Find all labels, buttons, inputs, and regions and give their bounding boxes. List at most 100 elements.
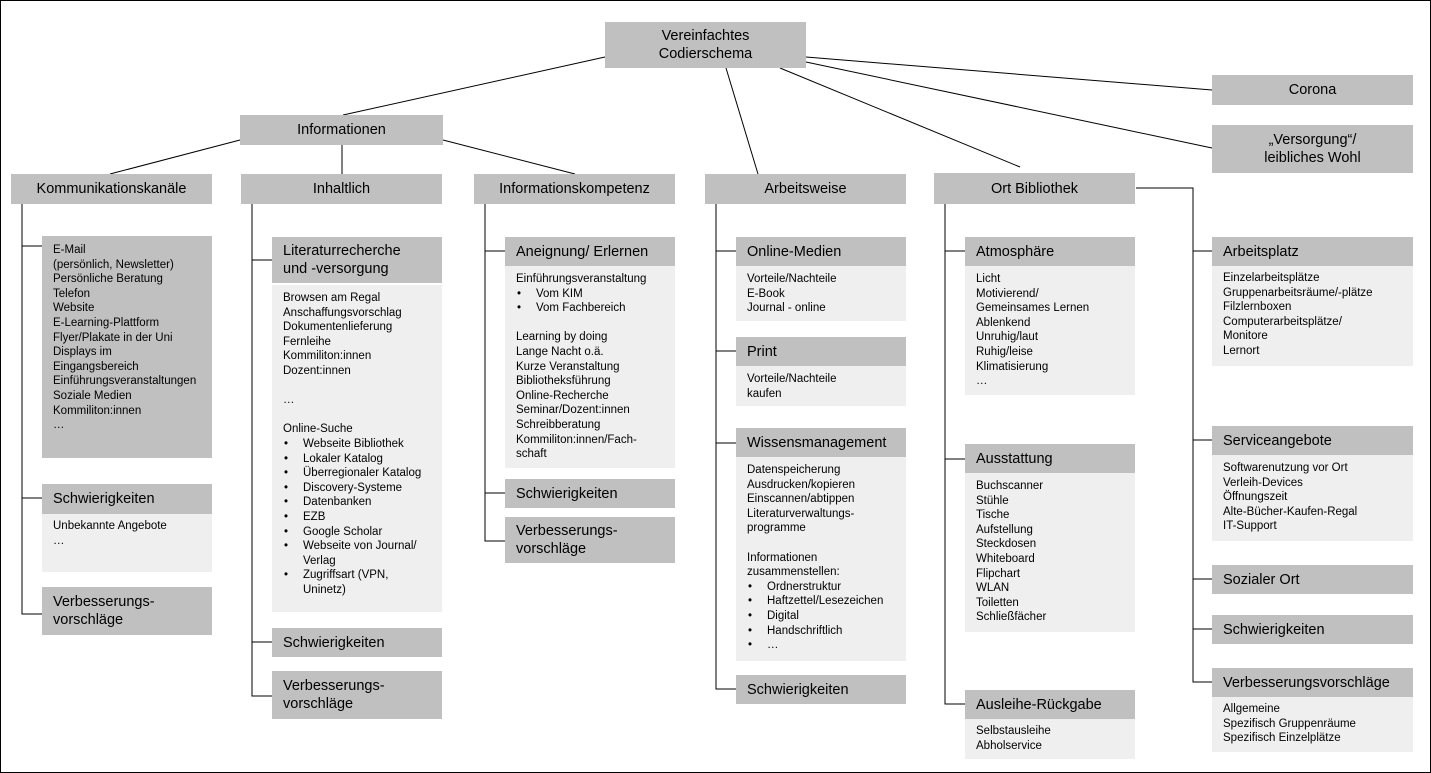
list-item: Bibliotheksführung <box>516 375 611 388</box>
list-item: Lange Nacht o.ä. <box>516 345 604 358</box>
bullet-item: Webseite Bibliothek <box>283 437 434 452</box>
bullet-item: EZB <box>283 510 434 525</box>
list-item: Dozent:innen <box>283 364 351 377</box>
list-item: Unruhig/laut <box>976 331 1039 344</box>
kommunikationskanaele-node: Kommunikationskanäle <box>11 174 212 204</box>
bullet-item: Ordnerstruktur <box>747 580 898 595</box>
list-item: … <box>283 394 295 407</box>
list-item: Vorteile/Nachteile <box>747 373 837 385</box>
bullet-item: Webseite von Journal/ <box>283 539 434 554</box>
list-item: Schreibberatung <box>516 418 601 431</box>
list-item: … <box>976 375 988 388</box>
list-item: Datenspeicherung <box>747 464 841 476</box>
wissensmanagement-node: Wissensmanagement <box>736 428 906 457</box>
ort-verbesserung-list: Allgemeine Spezifisch Gruppenräume Spezi… <box>1212 697 1413 752</box>
list-item: Literaturverwaltungs- <box>747 507 855 520</box>
bullet-item: Haftzettel/Lesezeichen <box>747 594 898 609</box>
list-item: Abholservice <box>976 739 1042 752</box>
list-item: Buchscanner <box>976 480 1044 492</box>
bullet-item: Überregionaler Katalog <box>283 466 434 481</box>
list-item: Kommiliton:innen/Fach- <box>516 433 637 446</box>
root-node: Vereinfachtes Codierschema <box>605 22 806 68</box>
list-item: Öffnungszeit <box>1223 491 1288 504</box>
online-medien-list: Vorteile/Nachteile E-Book Journal - onli… <box>736 266 906 321</box>
ausstattung-list: Buchscanner Stühle Tische Aufstellung St… <box>965 473 1135 632</box>
list-item: Vorteile/Nachteile <box>747 273 837 285</box>
bullet-item: Google Scholar <box>283 525 434 540</box>
list-item: Persönliche Beratung <box>53 273 163 286</box>
list-item: Seminar/Dozent:innen <box>516 404 630 417</box>
list-item: Toiletten <box>976 596 1019 609</box>
versorgung-node: „Versorgung“/ leibliches Wohl <box>1212 125 1413 173</box>
list-item: Website <box>53 302 95 315</box>
list-item: Spezifisch Gruppenräume <box>1223 717 1356 730</box>
list-item: Flyer/Plakate in der Uni <box>53 331 173 344</box>
ort-schwierigkeiten: Schwierigkeiten <box>1212 615 1413 644</box>
list-item: Filzlernboxen <box>1223 301 1292 314</box>
bullet-item: Vom Fachbereich <box>516 301 667 316</box>
list-item: Motivierend/ <box>976 287 1039 300</box>
literaturrecherche-node: Literaturrecherche und -versorgung <box>272 237 442 283</box>
kommunikation-schwierigkeiten: Schwierigkeiten <box>42 484 212 514</box>
list-item: Online-Suche <box>283 423 353 436</box>
list-item: Dokumentenlieferung <box>283 321 393 334</box>
serviceangebote-list: Softwarenutzung vor Ort Verleih-Devices … <box>1212 455 1413 541</box>
list-item: Online-Recherche <box>516 389 609 402</box>
ausleihe-list: Selbstausleihe Abholservice <box>965 719 1135 759</box>
list-item: Learning by doing <box>516 331 608 344</box>
wissensmanagement-list: Datenspeicherung Ausdrucken/kopieren Ein… <box>736 457 906 661</box>
list-item: Allgemeine <box>1223 703 1280 715</box>
list-item: Stühle <box>976 494 1009 507</box>
list-item: (persönlich, Newsletter) <box>53 258 174 271</box>
list-item: E-Book <box>747 287 785 300</box>
list-item: Aufstellung <box>976 523 1033 536</box>
atmosphaere-node: Atmosphäre <box>965 237 1135 266</box>
list-item: kaufen <box>747 387 782 400</box>
bullet-item: Zugriffsart (VPN, <box>283 568 434 583</box>
informationen-node: Informationen <box>240 115 443 145</box>
kompetenz-schwierigkeiten: Schwierigkeiten <box>505 479 675 508</box>
bullet-continuation: Verlag <box>303 554 336 567</box>
kompetenz-verbesserung: Verbesserungs- vorschläge <box>505 517 675 563</box>
list-item: Alte-Bücher-Kaufen-Regal <box>1223 505 1358 518</box>
list-item: Browsen am Regal <box>283 292 381 304</box>
atmosphaere-list: Licht Motivierend/ Gemeinsames Lernen Ab… <box>965 266 1135 395</box>
list-item: Einführungsveranstaltungen <box>53 375 197 388</box>
bullet-item: Lokaler Katalog <box>283 452 434 467</box>
list-item: Schließfächer <box>976 611 1047 624</box>
list-item: Softwarenutzung vor Ort <box>1223 462 1348 474</box>
inhaltlich-verbesserung: Verbesserungs- vorschläge <box>272 671 442 719</box>
list-item: Ruhig/leise <box>976 345 1033 358</box>
list-item: Klimatisierung <box>976 360 1049 373</box>
list-item: Lernort <box>1223 344 1260 357</box>
print-list: Vorteile/Nachteile kaufen <box>736 366 906 406</box>
kommunikation-verbesserung: Verbesserungs- vorschläge <box>42 587 212 635</box>
list-item: Steckdosen <box>976 538 1037 551</box>
corona-node: Corona <box>1212 75 1413 105</box>
list-item: IT-Support <box>1223 520 1277 533</box>
list-item: Einscannen/abtippen <box>747 493 855 506</box>
bullet-item: Digital <box>747 609 898 624</box>
list-item: Gruppenarbeitsräume/-plätze <box>1223 286 1373 299</box>
kommunikationskanaele-list: E-Mail (persönlich, Newsletter) Persönli… <box>42 236 212 458</box>
sozialer-ort-node: Sozialer Ort <box>1212 565 1413 594</box>
arbeitsplatz-node: Arbeitsplatz <box>1212 237 1413 266</box>
list-item: … <box>53 419 65 432</box>
ort-verbesserung: Verbesserungsvorschläge <box>1212 668 1413 697</box>
list-item: Journal - online <box>747 302 826 315</box>
list-item: Einführungsveranstaltung <box>516 273 647 285</box>
list-item: Kommiliton:innen <box>53 404 142 417</box>
ort-bibliothek-node: Ort Bibliothek <box>934 173 1135 204</box>
inhaltlich-schwierigkeiten: Schwierigkeiten <box>272 628 442 657</box>
list-item: Verleih-Devices <box>1223 476 1303 489</box>
list-item: Monitore <box>1223 330 1268 343</box>
list-item: Flipchart <box>976 567 1021 580</box>
bullet-item: Datenbanken <box>283 495 434 510</box>
list-item: Selbstausleihe <box>976 725 1051 737</box>
list-item <box>283 379 434 394</box>
list-item: Kommiliton:innen <box>283 350 372 363</box>
arbeitsweise-node: Arbeitsweise <box>705 174 906 204</box>
list-item: Kurze Veranstaltung <box>516 360 620 373</box>
list-item: Displays im <box>53 346 112 359</box>
